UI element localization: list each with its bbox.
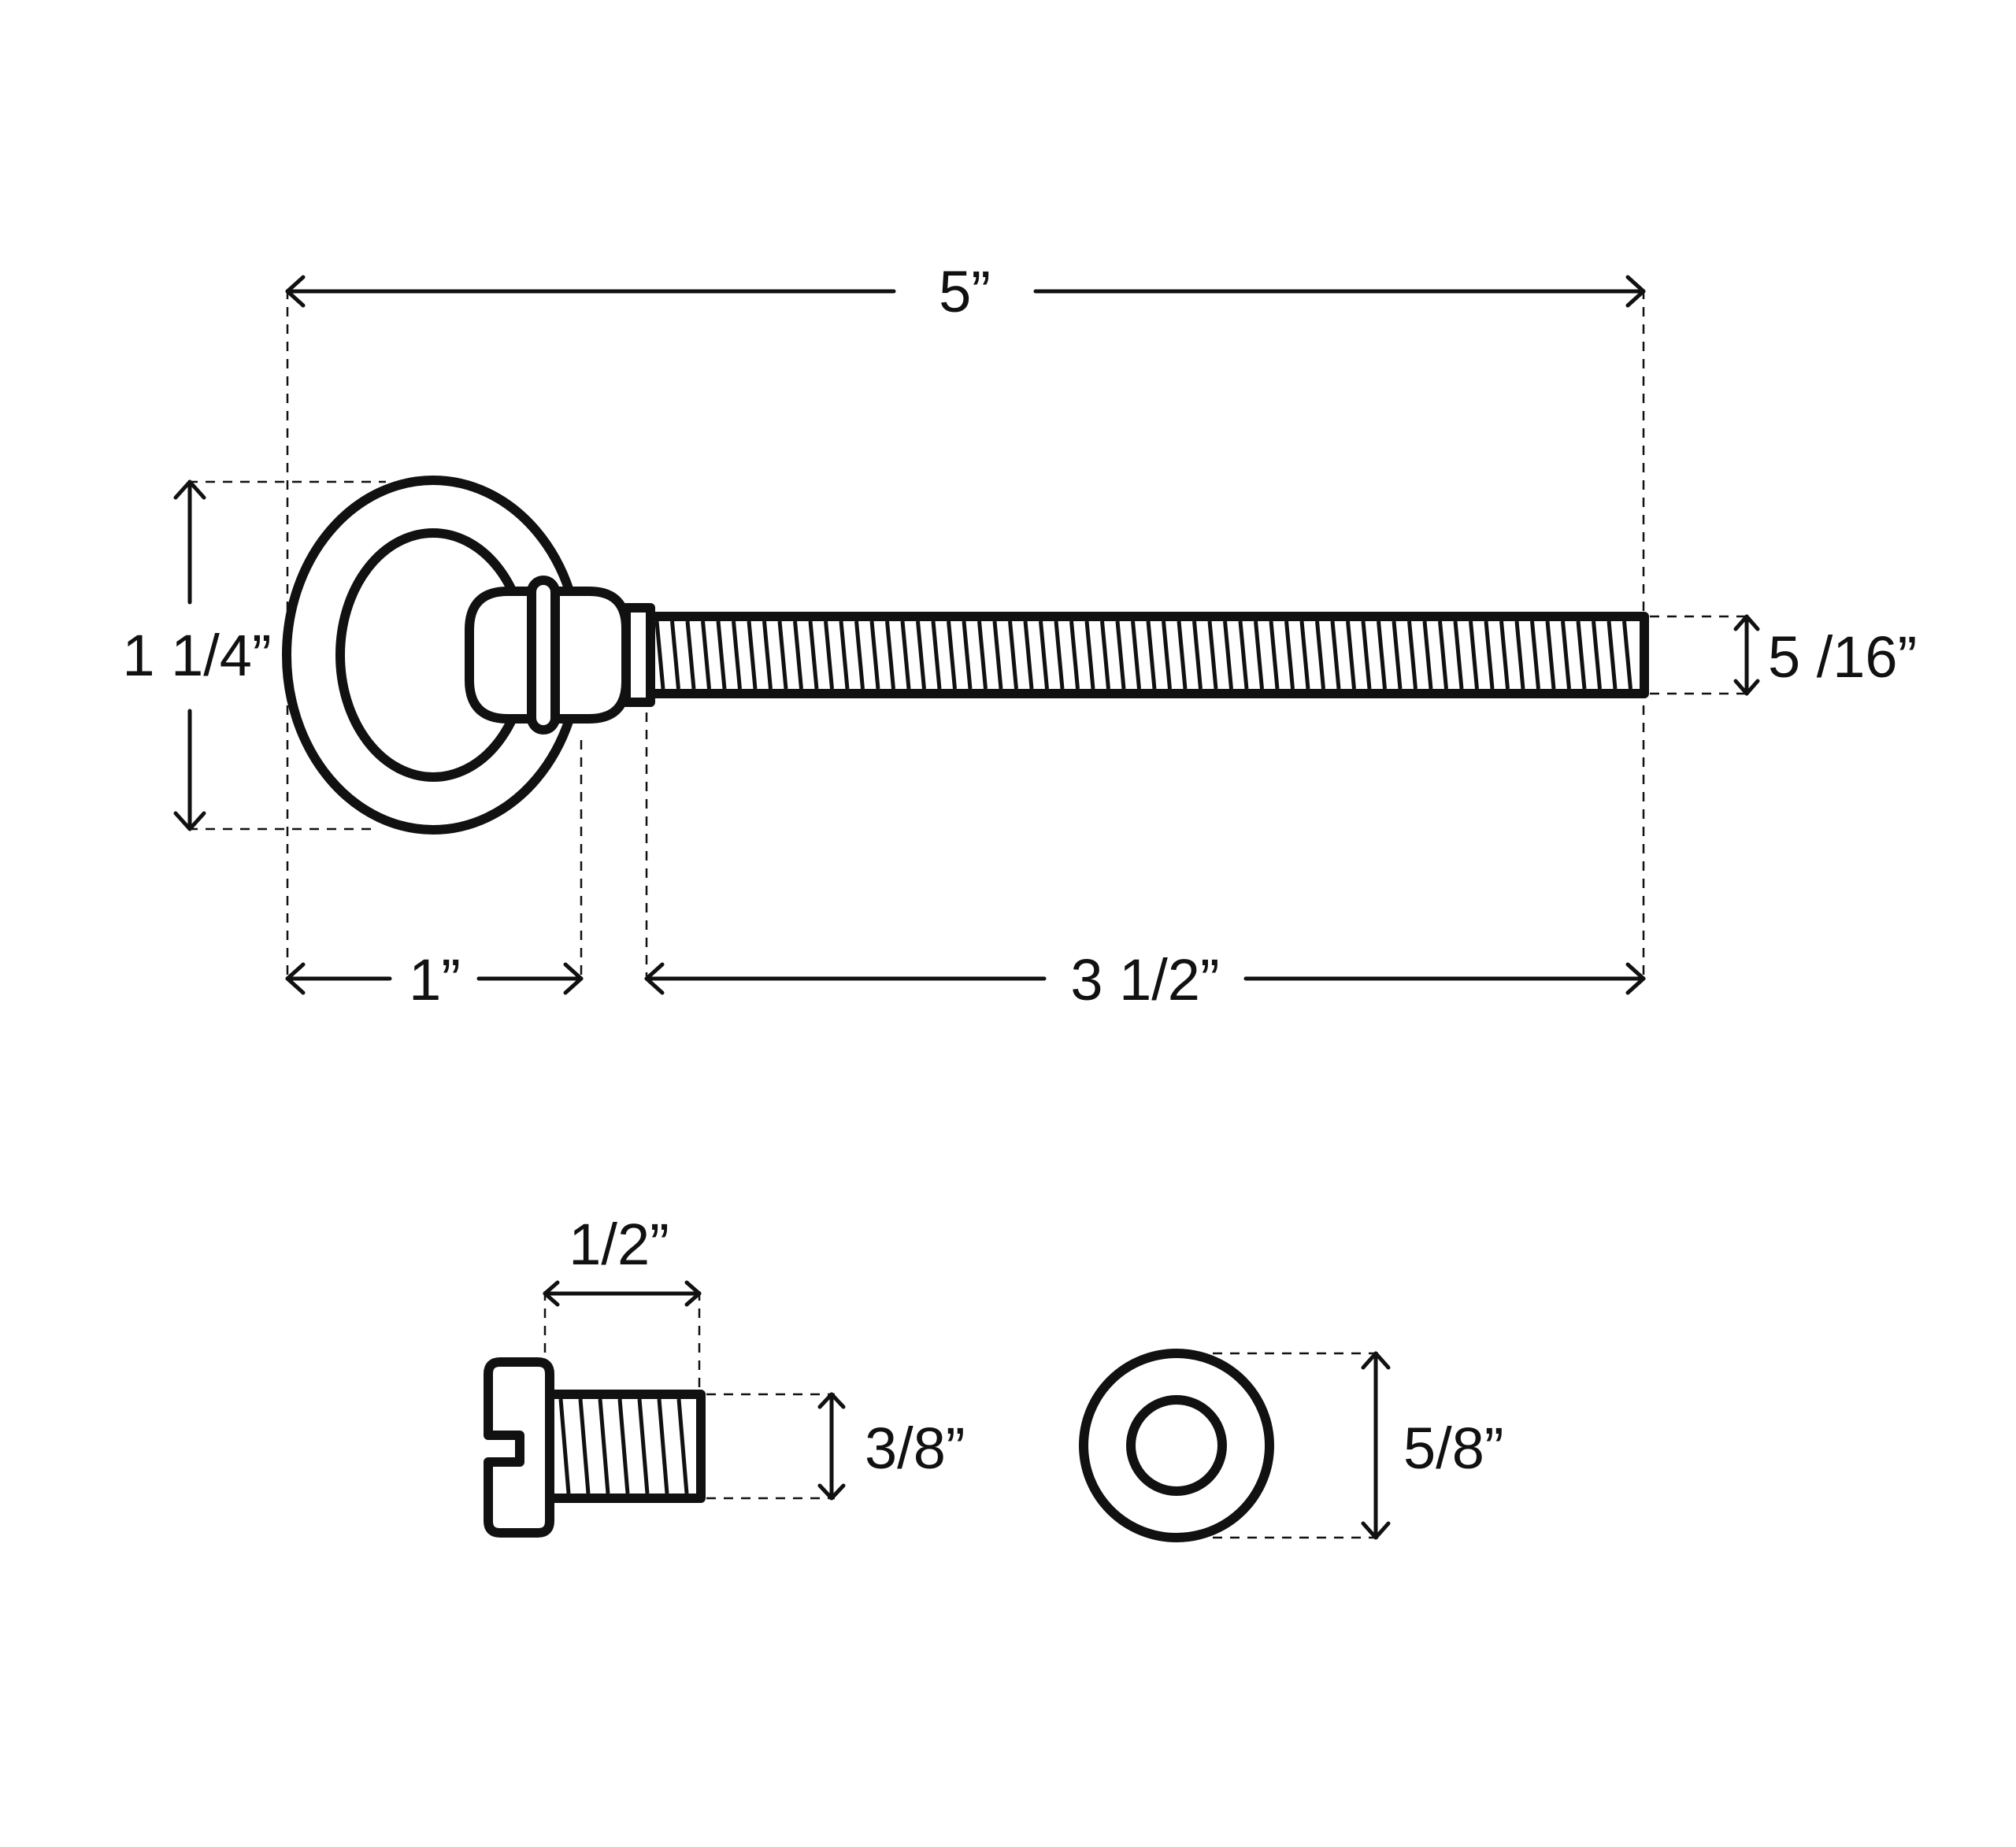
- thread-line: [916, 620, 926, 690]
- thread-line: [1131, 620, 1141, 690]
- thread-line: [701, 620, 711, 690]
- thread-line: [1192, 620, 1203, 690]
- dimension-screw-diameter: 3/8”: [817, 1392, 965, 1501]
- thread-line: [732, 620, 742, 690]
- thread-line: [1407, 620, 1418, 690]
- eye-height-label: 1 1/4”: [122, 623, 271, 688]
- thread-line: [1499, 620, 1510, 690]
- thread-line: [1254, 620, 1264, 690]
- thread-line: [558, 1398, 571, 1494]
- shank-diameter-label: 5 /16”: [1768, 624, 1917, 690]
- thread-line: [885, 620, 895, 690]
- screw-length-label: 1/2”: [569, 1212, 669, 1277]
- thread-line: [962, 620, 973, 690]
- thread-line: [1361, 620, 1372, 690]
- thread-line: [1207, 620, 1218, 690]
- thread-line: [869, 620, 880, 690]
- thread-line: [578, 1398, 591, 1494]
- thread-line: [1023, 620, 1034, 690]
- thread-line: [1269, 620, 1280, 690]
- eye-length-label: 1”: [409, 947, 461, 1012]
- thread-line: [1592, 620, 1602, 690]
- thread-line: [793, 620, 803, 690]
- dimension-thread-length: 3 1/2”: [644, 947, 1646, 1012]
- washer-inner: [1126, 1395, 1227, 1496]
- washer-extension-lines: [1213, 1352, 1380, 1539]
- thread-line: [1622, 620, 1632, 690]
- thread-line: [676, 1398, 689, 1494]
- thread-line: [1561, 620, 1571, 690]
- thread-line: [1223, 620, 1233, 690]
- eye-bolt-threads: [654, 620, 1632, 690]
- thread-line: [1346, 620, 1356, 690]
- thread-line: [1115, 620, 1126, 690]
- thread-line: [1530, 620, 1540, 690]
- thread-line: [1330, 620, 1341, 690]
- thread-line: [947, 620, 957, 690]
- thread-line: [854, 620, 865, 690]
- thread-line: [1146, 620, 1157, 690]
- thread-line: [1576, 620, 1587, 690]
- thread-line: [657, 1398, 669, 1494]
- dimension-washer-diameter: 5/8”: [1361, 1351, 1504, 1540]
- washer-diameter-label: 5/8”: [1403, 1416, 1504, 1481]
- thread-line: [747, 620, 758, 690]
- thread-line: [824, 620, 834, 690]
- thread-line: [1039, 620, 1049, 690]
- thread-line: [1422, 620, 1433, 690]
- dimension-shank-diameter: 5 /16”: [1733, 614, 1917, 696]
- thread-line: [1284, 620, 1295, 690]
- thread-line: [762, 620, 773, 690]
- thread-line: [1469, 620, 1479, 690]
- thread-line: [1054, 620, 1065, 690]
- thread-line: [1177, 620, 1188, 690]
- screw-threads: [558, 1398, 689, 1494]
- thread-line: [977, 620, 988, 690]
- dimension-eye-length: 1”: [285, 947, 584, 1012]
- thread-line: [670, 620, 680, 690]
- eye-bolt-neck-band: [527, 576, 560, 735]
- thread-line: [1069, 620, 1080, 690]
- dimension-overall-length: 5”: [285, 259, 1646, 324]
- thread-line: [1084, 620, 1095, 690]
- thread-line: [1162, 620, 1172, 690]
- thread-line: [1008, 620, 1018, 690]
- thread-line: [716, 620, 727, 690]
- thread-line: [1299, 620, 1310, 690]
- thread-line: [1315, 620, 1325, 690]
- thread-line: [839, 620, 850, 690]
- thread-line: [1238, 620, 1249, 690]
- thread-line: [777, 620, 788, 690]
- screw-diameter-label: 3/8”: [865, 1416, 965, 1481]
- thread-line: [685, 620, 696, 690]
- eye-bolt-extension-lines: [188, 290, 1752, 976]
- thread-line: [654, 620, 665, 690]
- thread-line: [1100, 620, 1110, 690]
- thread-line: [1438, 620, 1448, 690]
- thread-line: [992, 620, 1003, 690]
- thread-line: [1392, 620, 1403, 690]
- washer: [1079, 1349, 1274, 1542]
- thread-line: [1606, 620, 1618, 690]
- thread-line: [617, 1398, 630, 1494]
- eye-bolt: [282, 476, 1649, 835]
- thread-line: [808, 620, 819, 690]
- overall-length-label: 5”: [939, 259, 991, 324]
- thread-line: [637, 1398, 650, 1494]
- screw-extension-lines: [543, 1291, 835, 1500]
- screw: [484, 1357, 706, 1538]
- thread-line: [900, 620, 911, 690]
- thread-line: [1377, 620, 1387, 690]
- dimension-screw-length: 1/2”: [543, 1212, 702, 1307]
- thread-line: [1545, 620, 1556, 690]
- dimension-eye-height: 1 1/4”: [122, 479, 272, 831]
- thread-line: [1514, 620, 1525, 690]
- thread-length-label: 3 1/2”: [1070, 947, 1219, 1012]
- screw-head: [484, 1357, 554, 1538]
- thread-line: [1484, 620, 1495, 690]
- thread-line: [598, 1398, 610, 1494]
- thread-line: [931, 620, 942, 690]
- thread-line: [1453, 620, 1464, 690]
